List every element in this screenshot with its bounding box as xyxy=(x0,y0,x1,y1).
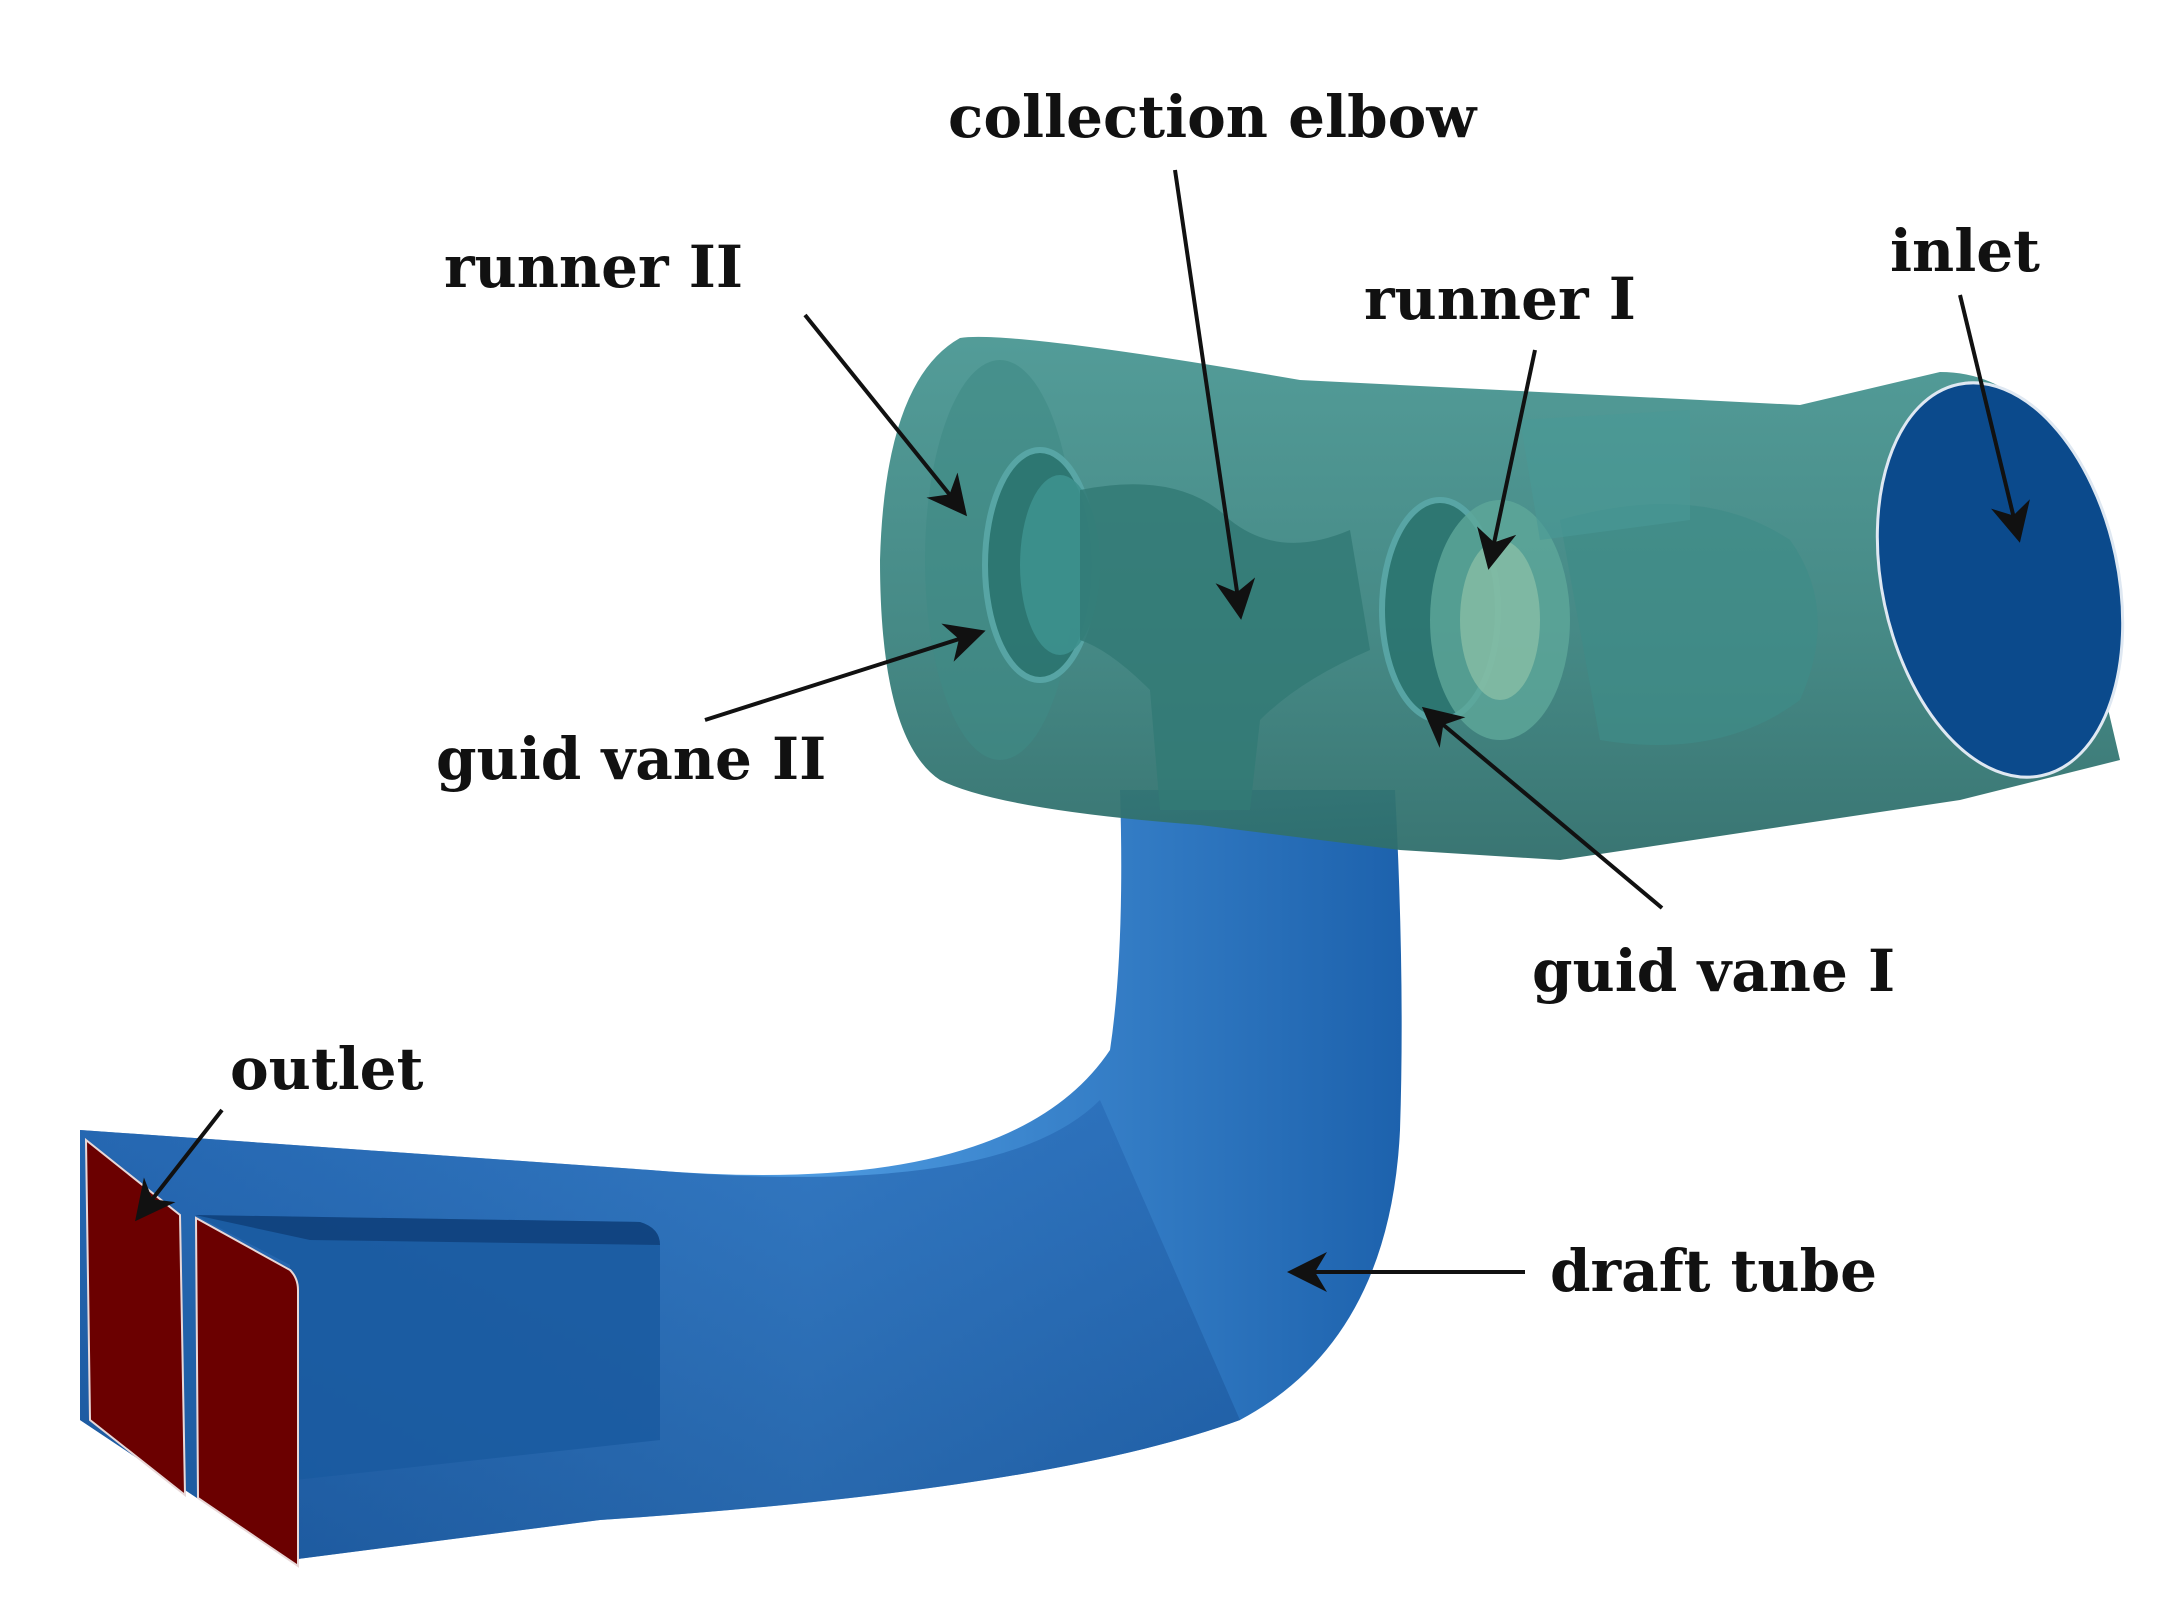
label-inlet: inlet xyxy=(1890,217,2040,285)
draft-tube xyxy=(80,790,1402,1560)
arrow-runner-2 xyxy=(803,313,968,517)
label-outlet: outlet xyxy=(230,1035,424,1103)
label-runner-1: runner I xyxy=(1364,265,1636,333)
leader-arrows xyxy=(135,169,2030,1292)
arrow-runner-1 xyxy=(1477,349,1537,570)
label-runner-2: runner II xyxy=(444,233,743,301)
label-collection-elbow: collection elbow xyxy=(948,83,1477,151)
label-guid-vane-1: guid vane I xyxy=(1532,937,1896,1005)
arrow-guid-vane-1 xyxy=(1421,706,1664,910)
arrow-guid-vane-2 xyxy=(704,623,986,722)
inlet-face xyxy=(1875,381,2125,779)
arrow-collection-elbow xyxy=(1173,169,1256,620)
outlet-faces xyxy=(84,1137,299,1568)
arrow-outlet xyxy=(135,1108,224,1222)
arrow-inlet xyxy=(1958,294,2030,543)
label-guid-vane-2: guid vane II xyxy=(436,725,827,793)
casing xyxy=(880,336,2120,860)
label-draft-tube: draft tube xyxy=(1550,1237,1878,1305)
